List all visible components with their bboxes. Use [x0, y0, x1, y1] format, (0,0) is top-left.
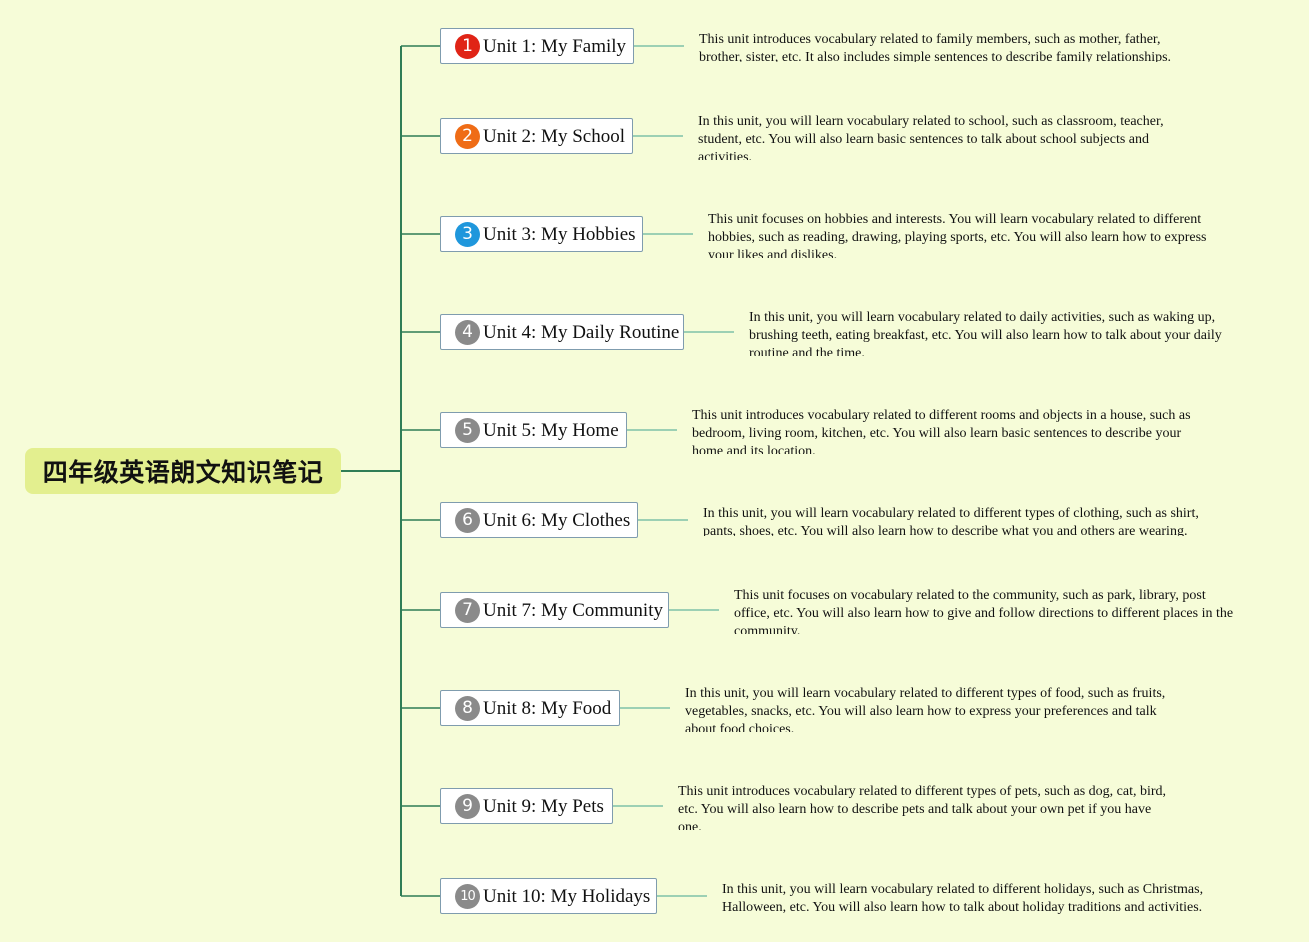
- unit-description-3: This unit focuses on hobbies and interes…: [708, 212, 1207, 258]
- unit-topic-label: Unit 8: My Food: [483, 697, 612, 719]
- root-topic[interactable]: 四年级英语朗文知识笔记: [25, 448, 341, 494]
- unit-topic-label: Unit 3: My Hobbies: [483, 223, 636, 245]
- number-badge-icon: 10: [455, 883, 480, 909]
- number-badge-icon: 7: [455, 597, 480, 623]
- unit-topic-label: Unit 6: My Clothes: [483, 509, 631, 531]
- unit-topic-label: Unit 1: My Family: [483, 35, 627, 57]
- unit-topic-label: Unit 4: My Daily Routine: [483, 321, 680, 343]
- unit-description-7: This unit focuses on vocabulary related …: [734, 588, 1234, 634]
- number-badge-icon: 5: [455, 417, 480, 443]
- number-badge-icon: 1: [455, 33, 480, 59]
- unit-description-6: In this unit, you will learn vocabulary …: [703, 506, 1199, 536]
- number-badge-icon: 8: [455, 695, 480, 721]
- unit-description-8: In this unit, you will learn vocabulary …: [685, 686, 1166, 732]
- unit-description-1: This unit introduces vocabulary related …: [699, 32, 1172, 62]
- unit-topic-label: Unit 9: My Pets: [483, 795, 604, 817]
- number-badge-icon: 9: [455, 793, 480, 819]
- root-topic-label: 四年级英语朗文知识笔记: [42, 458, 324, 487]
- unit-description-9: This unit introduces vocabulary related …: [678, 784, 1167, 830]
- unit-topic-label: Unit 5: My Home: [483, 419, 619, 441]
- unit-topic-label: Unit 10: My Holidays: [483, 885, 651, 907]
- number-badge-icon: 2: [455, 123, 480, 149]
- unit-description-5: This unit introduces vocabulary related …: [692, 408, 1191, 454]
- unit-description-10: In this unit, you will learn vocabulary …: [722, 882, 1204, 915]
- unit-description-2: In this unit, you will learn vocabulary …: [698, 114, 1164, 160]
- number-badge-icon: 4: [455, 319, 480, 345]
- unit-topic-label: Unit 7: My Community: [483, 599, 663, 621]
- number-badge-icon: 3: [455, 221, 480, 247]
- number-badge-icon: 6: [455, 507, 480, 533]
- unit-description-4: In this unit, you will learn vocabulary …: [749, 310, 1222, 356]
- unit-topic-label: Unit 2: My School: [483, 125, 625, 147]
